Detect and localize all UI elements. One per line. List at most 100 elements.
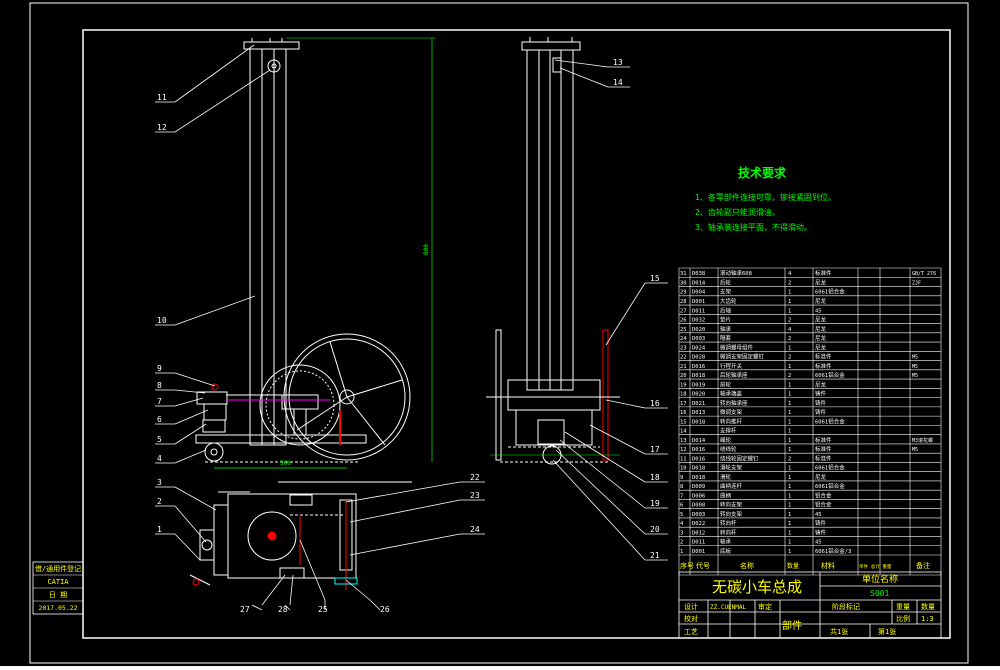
bom-cell-qty: 1	[788, 530, 791, 536]
bom-cell-code: D003	[692, 512, 705, 518]
bom-cell-code: D014	[692, 438, 706, 444]
bom-cell-code: D019	[692, 382, 705, 388]
tech-title: 技术要求	[738, 165, 787, 180]
bom-cell-qty: 1	[788, 392, 791, 398]
design-label: 设计	[684, 602, 698, 611]
bom-cell-qty: 1	[788, 419, 791, 425]
stamp-row1: 借/通用件登记	[35, 564, 81, 573]
balloon-18: 18	[650, 473, 660, 482]
bom-cell-material: 6061铝合金	[815, 288, 845, 296]
bom-cell-seq: 18	[680, 392, 687, 398]
bom-cell-name: 转向推杆	[720, 417, 743, 425]
bom-cell-code: D001	[692, 549, 705, 555]
bom-cell-qty: 1	[788, 382, 791, 388]
bom-cell-material: 标准件	[815, 353, 832, 361]
bom-cell-seq: 29	[680, 290, 687, 296]
bom-cell-material: 铸件	[815, 390, 827, 398]
leader-lines	[155, 44, 668, 611]
balloon-19: 19	[650, 499, 660, 508]
bom-cell-seq: 6	[680, 503, 683, 509]
top-view	[189, 481, 412, 590]
bom-cell-qty: 1	[788, 401, 791, 407]
balloon-10: 10	[157, 316, 167, 325]
bom-cell-code: D013	[692, 410, 705, 416]
bom-cell-seq: 14	[680, 429, 687, 435]
bom-cell-qty: 1	[788, 521, 791, 527]
bom-cell-material: 45	[815, 308, 822, 314]
bom-cell-name: 微调螺母组件	[720, 343, 754, 351]
sheets-total: 共1张	[830, 627, 848, 636]
bom-cell-seq: 27	[680, 308, 687, 314]
bom-cell-code: D020	[692, 327, 705, 333]
bom-cell-seq: 26	[680, 318, 687, 324]
bom-cell-name: 大齿轮	[720, 297, 737, 305]
designer-name: ZZ.CUENMAL	[710, 604, 747, 611]
bom-cell-seq: 23	[680, 345, 687, 351]
weight-label: 重量	[896, 603, 910, 611]
bom-cell-material: 标准件	[815, 362, 832, 370]
stamp-row2: CATIA	[47, 578, 69, 586]
bom-cell-code: D028	[692, 355, 705, 361]
bom-cell-seq: 16	[680, 410, 687, 416]
side-stamp: 借/通用件登记 CATIA 日 期 2017.05.22	[32, 561, 84, 615]
front-view	[195, 37, 436, 469]
bom-cell-name: 轴承端盖	[720, 390, 743, 398]
bom-header-material: 材料	[821, 561, 835, 570]
bom-cell-name: 微调支架	[720, 408, 743, 416]
balloon-17: 17	[650, 445, 660, 454]
bom-cell-material: 尼龙	[815, 325, 827, 333]
bom-cell-name: 滚动轴承608	[720, 269, 752, 277]
bom-cell-qty: 1	[788, 549, 791, 555]
bom-cell-seq: 3	[680, 530, 683, 536]
bom-cell-qty: 4	[788, 271, 792, 277]
bom-header-code: 代号	[696, 561, 710, 570]
bom-cell-name: 转向支架	[720, 501, 743, 509]
bom-cell-name: 转向轴承座	[720, 399, 748, 407]
balloon-16: 16	[650, 399, 660, 408]
title-block	[678, 571, 942, 639]
balloon-20: 20	[650, 525, 660, 534]
bom-cell-name: 转向杆	[720, 519, 737, 527]
bom-cell-name: 滑轮	[720, 473, 732, 481]
bom-cell-name: 滑轮支架	[720, 464, 743, 472]
bom-cell-material: 6061铝合金	[815, 371, 845, 379]
bom-cell-seq: 5	[680, 512, 683, 518]
bom-cell-name: 行程开关	[720, 362, 743, 370]
bom-cell-qty: 2	[788, 318, 791, 324]
drawing-number: S001	[870, 589, 889, 598]
bom-cell-seq: 1	[680, 549, 683, 555]
side-view	[486, 37, 620, 465]
balloon-4: 4	[157, 454, 162, 463]
bom-cell-qty: 2	[788, 456, 791, 462]
bom-cell-material: 铸件	[815, 408, 827, 416]
balloon-26: 26	[380, 605, 390, 614]
bom-cell-code: D018	[692, 466, 705, 472]
drawing-frame	[82, 29, 951, 639]
qty-label: 数量	[921, 602, 935, 611]
bom-cell-name: 轴承	[720, 325, 732, 333]
bom-cell-qty: 1	[788, 364, 791, 370]
bom-cell-material: 尼龙	[815, 343, 827, 351]
bom-cell-qty: 2	[788, 336, 791, 342]
bom-cell-code: D009	[692, 484, 705, 490]
bom-cell-seq: 9	[680, 475, 683, 481]
bom-cell-material: 铝合金	[815, 501, 832, 509]
bom-cell-qty: 1	[788, 512, 791, 518]
bom-cell-code: D018	[692, 419, 705, 425]
balloon-25: 25	[318, 605, 328, 614]
bom-cell-name: 绳轮	[720, 436, 732, 444]
check-label: 校对	[684, 614, 698, 623]
scale-label: 比例	[896, 614, 910, 623]
tech-item-1: 1、各零部件连接可靠，铆接紧固到位。	[695, 192, 836, 202]
stamp-row4: 2017.05.22	[38, 604, 77, 612]
bom-cell-remark: GB/T 276	[912, 271, 936, 277]
bom-cell-material: 尼龙	[815, 278, 827, 286]
balloon-14: 14	[613, 78, 623, 87]
bom-cell-name: 绕线轮固定螺钉	[720, 454, 759, 462]
bom-cell-material: 45	[815, 540, 822, 546]
balloon-24: 24	[470, 525, 480, 534]
bom-cell-seq: 20	[680, 373, 687, 379]
balloon-27: 27	[240, 605, 250, 614]
bom-cell-code: D003	[692, 336, 705, 342]
